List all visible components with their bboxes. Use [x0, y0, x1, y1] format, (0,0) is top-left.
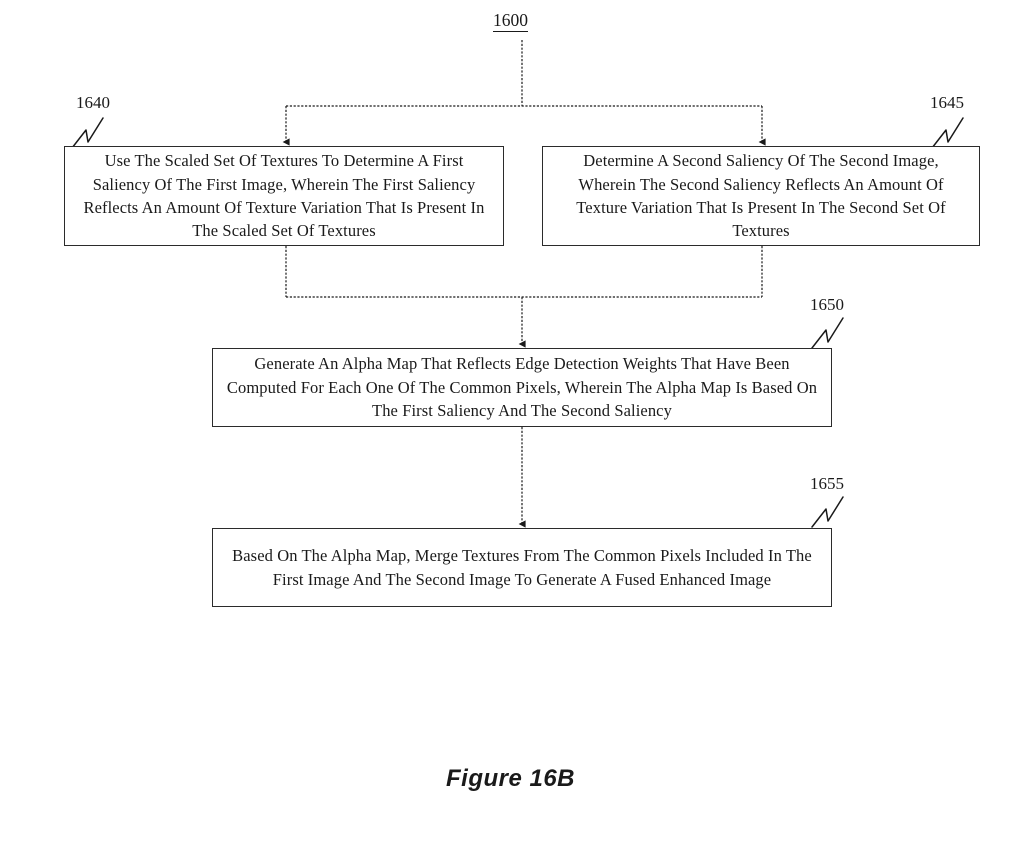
- process-box-1655: Based On The Alpha Map, Merge Textures F…: [212, 528, 832, 607]
- process-box-1640: Use The Scaled Set Of Textures To Determ…: [64, 146, 504, 246]
- ref-label-1640: 1640: [76, 93, 110, 112]
- leader-squiggle-1645: [931, 117, 964, 149]
- leader-squiggle-1650: [811, 317, 844, 349]
- process-box-1645: Determine A Second Saliency Of The Secon…: [542, 146, 980, 246]
- process-box-1650: Generate An Alpha Map That Reflects Edge…: [212, 348, 832, 427]
- process-box-1640-text: Use The Scaled Set Of Textures To Determ…: [83, 151, 485, 241]
- diagram-reference-number: 1600: [0, 10, 1021, 32]
- ref-label-1645: 1645: [930, 93, 964, 112]
- figure-caption: Figure 16B: [445, 765, 576, 792]
- diagram-reference-number-text: 1600: [493, 10, 528, 32]
- leader-squiggle-1640: [71, 117, 104, 149]
- leader-squiggle-1655: [811, 496, 844, 528]
- ref-label-1650: 1650: [810, 295, 844, 314]
- process-box-1655-text: Based On The Alpha Map, Merge Textures F…: [232, 546, 812, 589]
- process-box-1650-text: Generate An Alpha Map That Reflects Edge…: [226, 354, 818, 421]
- ref-label-1655: 1655: [810, 474, 844, 493]
- process-box-1645-text: Determine A Second Saliency Of The Secon…: [576, 151, 946, 241]
